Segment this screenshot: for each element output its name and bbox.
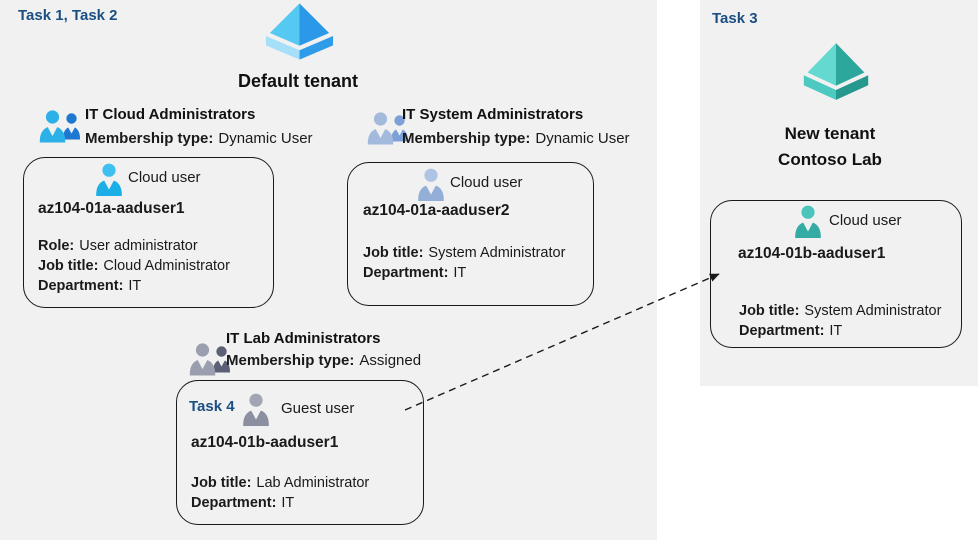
user-card-new-tenant: Cloud user az104-01b-aaduser1 Job title:… xyxy=(710,200,962,348)
user-type-label: Guest user xyxy=(281,400,355,417)
field-job-title: Job title:Cloud Administrator xyxy=(38,258,230,274)
user-group-icon xyxy=(188,341,234,379)
group-membership-lab-admins: Membership type:Assigned xyxy=(226,352,421,369)
field-department: Department:IT xyxy=(191,495,295,511)
username: az104-01a-aaduser1 xyxy=(38,200,185,217)
new-tenant-title-line2: Contoso Lab xyxy=(778,150,882,169)
field-job-title: Job title:Lab Administrator xyxy=(191,475,370,491)
user-fields: Job title:System Administrator Departmen… xyxy=(739,301,941,341)
cloud-user-icon xyxy=(793,205,823,238)
membership-type-value: Dynamic User xyxy=(535,130,630,147)
membership-type-value: Assigned xyxy=(359,352,422,369)
membership-type-label: Membership type: xyxy=(85,130,214,147)
field-department: Department:IT xyxy=(739,323,843,339)
field-department: Department:IT xyxy=(363,265,467,281)
user-fields: Job title:Lab Administrator Department:I… xyxy=(191,473,369,513)
cloud-user-icon xyxy=(416,168,446,201)
user-fields: Role:User administrator Job title:Cloud … xyxy=(38,236,230,296)
field-job-title: Job title:System Administrator xyxy=(739,303,942,319)
azure-ad-tenant-icon xyxy=(262,2,337,61)
guest-user-card-aaduser1: Task 4 Guest user az104-01b-aaduser1 Job… xyxy=(176,380,424,525)
group-membership-cloud-admins: Membership type:Dynamic User xyxy=(85,130,313,147)
azure-ad-tenant-icon-teal xyxy=(800,40,872,103)
membership-type-label: Membership type: xyxy=(402,130,531,147)
membership-type-value: Dynamic User xyxy=(218,130,313,147)
user-type-label: Cloud user xyxy=(450,174,523,191)
user-card-aaduser1: Cloud user az104-01a-aaduser1 Role:User … xyxy=(23,157,274,308)
user-group-icon xyxy=(366,110,412,148)
guest-user-icon xyxy=(241,393,271,426)
group-membership-system-admins: Membership type:Dynamic User xyxy=(402,130,630,147)
user-type-label: Cloud user xyxy=(829,212,902,229)
field-job-title: Job title:System Administrator xyxy=(363,245,566,261)
task-4-label: Task 4 xyxy=(189,398,235,415)
task-3-label: Task 3 xyxy=(712,10,758,27)
group-title-lab-admins: IT Lab Administrators xyxy=(226,330,381,347)
group-title-cloud-admins: IT Cloud Administrators xyxy=(85,106,256,123)
new-tenant-title-line1: New tenant xyxy=(784,124,876,143)
user-card-aaduser2: Cloud user az104-01a-aaduser2 Job title:… xyxy=(347,162,594,306)
group-title-system-admins: IT System Administrators xyxy=(402,106,584,123)
user-group-icon xyxy=(38,108,84,146)
username: az104-01b-aaduser1 xyxy=(738,245,886,262)
task-1-2-label: Task 1, Task 2 xyxy=(18,7,118,24)
field-role: Role:User administrator xyxy=(38,238,198,254)
user-type-label: Cloud user xyxy=(128,169,201,186)
username: az104-01a-aaduser2 xyxy=(363,202,510,219)
user-fields: Job title:System Administrator Departmen… xyxy=(363,243,565,283)
default-tenant-title: Default tenant xyxy=(237,71,358,91)
username: az104-01b-aaduser1 xyxy=(191,434,339,451)
cloud-user-icon xyxy=(94,163,124,196)
field-department: Department:IT xyxy=(38,278,142,294)
default-tenant-region xyxy=(0,0,657,540)
membership-type-label: Membership type: xyxy=(226,352,355,369)
